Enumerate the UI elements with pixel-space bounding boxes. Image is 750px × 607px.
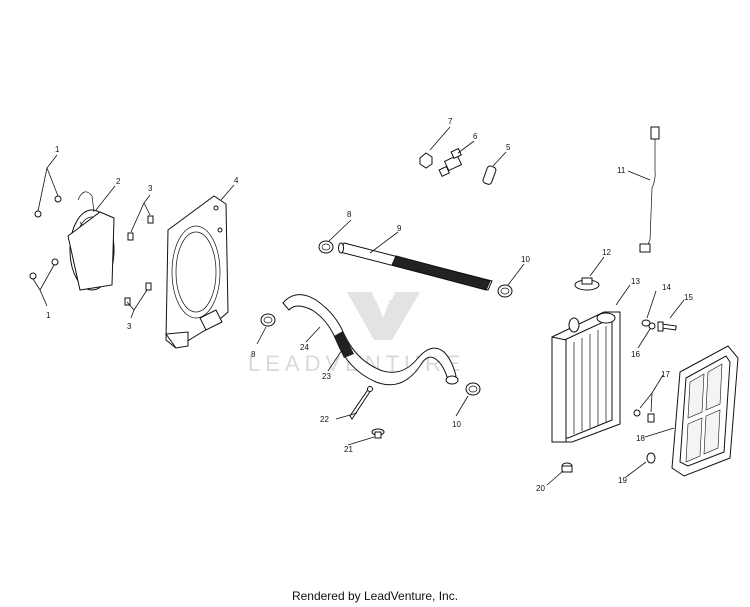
hose-clamp-8-upper bbox=[318, 240, 334, 254]
leader-lines bbox=[32, 126, 685, 486]
mount-hardware-1 bbox=[29, 195, 62, 280]
callout-12: 12 bbox=[602, 248, 611, 257]
rod-22 bbox=[349, 386, 373, 420]
hose-clamp-8-lower bbox=[260, 313, 276, 327]
fan-shroud bbox=[165, 195, 229, 349]
callout-9: 9 bbox=[397, 224, 402, 233]
radiator bbox=[551, 311, 621, 443]
callout-10-bottom: 10 bbox=[452, 420, 461, 429]
callout-8-bottom: 8 bbox=[251, 350, 256, 359]
callout-3-top: 3 bbox=[148, 184, 153, 193]
callout-21: 21 bbox=[344, 445, 353, 454]
callout-15: 15 bbox=[684, 293, 693, 302]
callout-5: 5 bbox=[506, 143, 511, 152]
hose-clamp-10-lower bbox=[465, 382, 481, 396]
mount-hardware-3 bbox=[124, 215, 154, 306]
callout-11: 11 bbox=[617, 166, 626, 175]
callout-1-top: 1 bbox=[55, 145, 60, 154]
callout-labels: 1 1 2 3 3 4 7 6 5 11 8 9 10 8 24 23 22 2… bbox=[46, 117, 693, 493]
callout-14: 14 bbox=[662, 283, 671, 292]
callout-20: 20 bbox=[536, 484, 545, 493]
fitting-20 bbox=[561, 462, 573, 473]
leadventure-logo-icon bbox=[347, 292, 420, 340]
callout-3-bottom: 3 bbox=[127, 322, 132, 331]
radiator-hose bbox=[282, 294, 459, 386]
fitting-7 bbox=[419, 152, 433, 169]
seal-19 bbox=[646, 452, 656, 464]
fan-assembly bbox=[67, 191, 115, 291]
bolt-15 bbox=[657, 321, 677, 332]
radiator-screen bbox=[671, 345, 739, 477]
callout-19: 19 bbox=[618, 476, 627, 485]
coolant-tube bbox=[338, 242, 493, 291]
wire-harness bbox=[639, 126, 660, 253]
plug-5 bbox=[482, 165, 497, 185]
callout-17: 17 bbox=[661, 370, 670, 379]
callout-13: 13 bbox=[631, 277, 640, 286]
callout-1-bottom: 1 bbox=[46, 311, 51, 320]
fastener-21 bbox=[371, 428, 385, 439]
washer-14 bbox=[641, 319, 651, 327]
callout-24: 24 bbox=[300, 343, 309, 352]
callout-23: 23 bbox=[322, 372, 331, 381]
callout-10-top: 10 bbox=[521, 255, 530, 264]
callout-22: 22 bbox=[320, 415, 329, 424]
callout-4: 4 bbox=[234, 176, 239, 185]
hose-clamp-10-upper bbox=[497, 284, 513, 298]
callout-16: 16 bbox=[631, 350, 640, 359]
fastener-17 bbox=[633, 409, 655, 423]
washer-16 bbox=[648, 322, 656, 330]
callout-6: 6 bbox=[473, 132, 478, 141]
radiator-cap bbox=[574, 277, 600, 291]
callout-18: 18 bbox=[636, 434, 645, 443]
callout-8-top: 8 bbox=[347, 210, 352, 219]
callout-7: 7 bbox=[448, 117, 453, 126]
callout-2: 2 bbox=[116, 177, 121, 186]
footer-credit: Rendered by LeadVenture, Inc. bbox=[291, 589, 459, 603]
